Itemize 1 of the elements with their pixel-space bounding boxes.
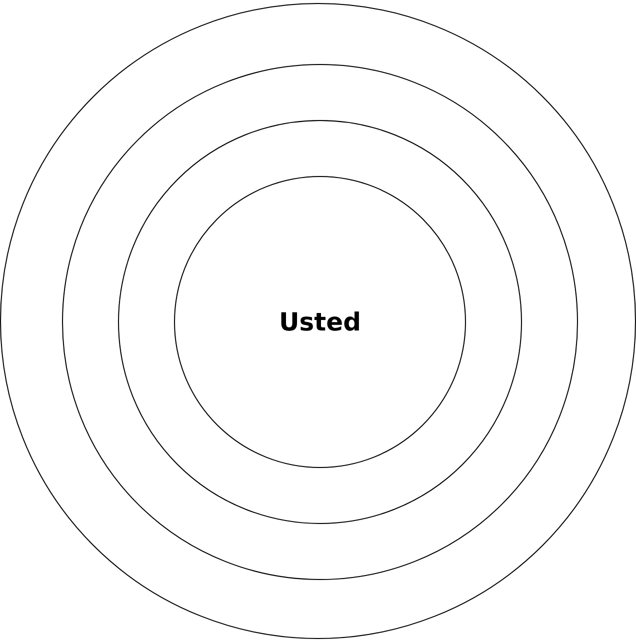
center-label: Usted xyxy=(278,308,362,336)
